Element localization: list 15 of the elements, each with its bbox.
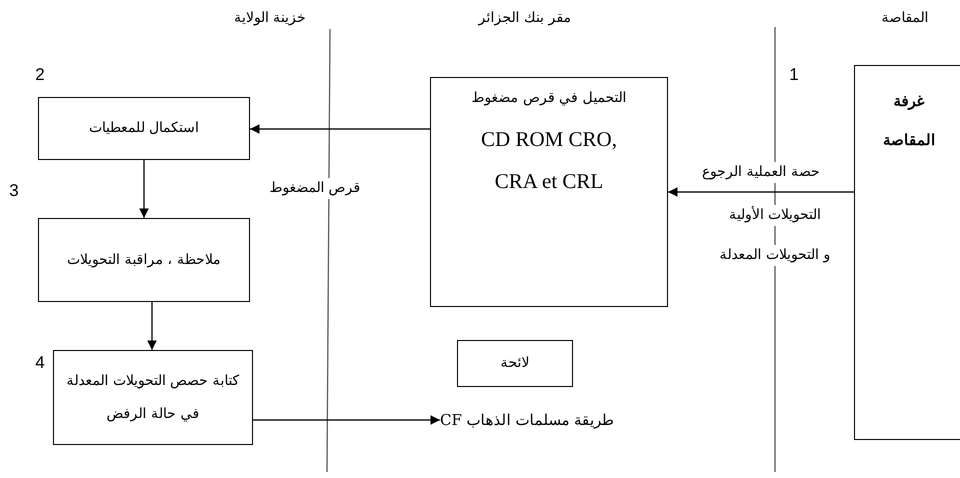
arrow bbox=[139, 160, 149, 218]
arrow bbox=[253, 415, 440, 425]
box-heading: التحميل في قرص مضغوط bbox=[471, 89, 627, 108]
box-title: غرفة المقاصة bbox=[882, 91, 936, 151]
process-box: لائحة bbox=[457, 340, 573, 387]
box-body: CD ROM CRO, CRA et CRL bbox=[480, 126, 618, 195]
arrow bbox=[147, 302, 157, 350]
process-box: استكمال للمعطيات bbox=[38, 97, 250, 160]
process-box: ملاحظة ، مراقبة التحويلات bbox=[38, 218, 250, 302]
clearing-room-box bbox=[854, 65, 960, 440]
arrow bbox=[668, 187, 854, 197]
output-text: طريقة مسلمات الذهاب CF bbox=[440, 405, 670, 435]
process-box bbox=[430, 77, 668, 307]
process-box: كتابة حصص التحويلات المعدلة في حالة الرفض bbox=[53, 350, 253, 445]
arrow bbox=[250, 124, 430, 134]
